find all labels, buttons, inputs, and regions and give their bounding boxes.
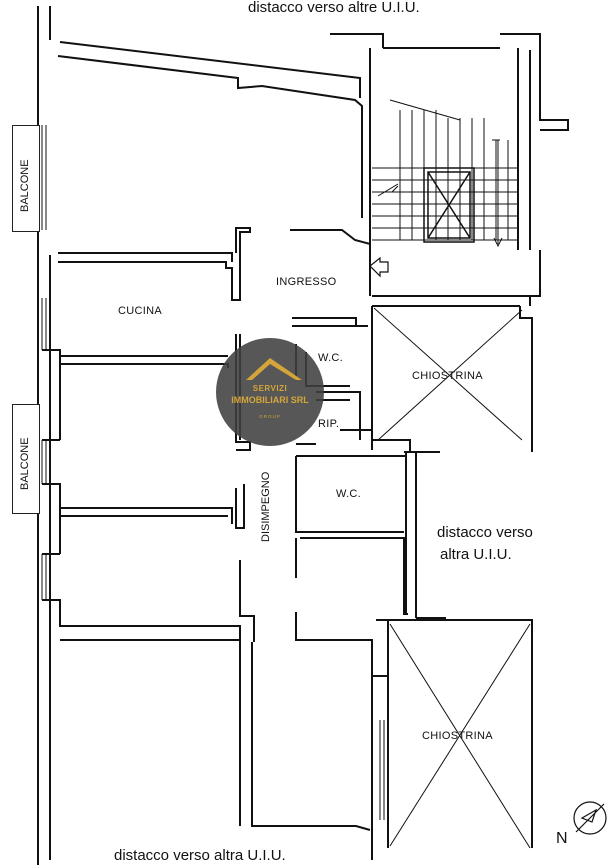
left-outer-wall [37, 6, 51, 865]
chiostrina-lower-diagonals [389, 623, 531, 849]
stair-steps [372, 99, 518, 241]
room-label-ingresso: INGRESSO [276, 276, 337, 288]
room-label-chiostrina2: CHIOSTRINA [422, 730, 493, 742]
logo-text-line2: IMMOBILIARI SRL [231, 395, 309, 405]
room-label-cucina: CUCINA [118, 305, 162, 317]
top-wall [57, 41, 363, 218]
room-label-disimpegno: DISIMPEGNO [260, 471, 272, 542]
entry-arrow [369, 256, 389, 278]
room-label-rip: RIP. [318, 418, 340, 430]
elevator [423, 167, 475, 243]
compass-circle [573, 801, 607, 835]
lower-left-walls [42, 599, 371, 831]
room-label-wc1: W.C. [318, 352, 344, 364]
balcone-label-lower: BALCONE [19, 437, 31, 490]
room-label-wc2: W.C. [336, 488, 362, 500]
compass-label: N [556, 830, 568, 847]
logo-text-line1: SERVIZI [252, 384, 288, 393]
windows [41, 125, 385, 820]
balcone-box-upper [12, 125, 40, 232]
bottom-note: distacco verso altra U.I.U. [114, 847, 286, 864]
chiostrina-upper [371, 295, 533, 453]
right-note-line2: altra U.I.U. [440, 546, 512, 563]
top-note: distacco verso altre U.I.U. [248, 0, 420, 16]
compass-needle [575, 803, 605, 833]
stair-walls [330, 33, 541, 250]
watermark-logo: SERVIZI IMMOBILIARI SRL GROUP [216, 338, 324, 446]
house-icon [246, 358, 302, 380]
logo-text-line3: GROUP [259, 414, 281, 419]
balcone-box-lower [12, 404, 40, 514]
stair-right-wall [529, 48, 569, 297]
wc2-walls [295, 451, 446, 619]
corridor-wall-right [295, 494, 408, 615]
right-note-line1: distacco verso [437, 524, 533, 541]
stair-arrow [377, 139, 503, 248]
left-room-walls [42, 349, 233, 555]
balcone-label-upper: BALCONE [19, 159, 31, 212]
chiostrina-upper-diagonals [373, 307, 523, 441]
room-label-chiostrina1: CHIOSTRINA [412, 370, 483, 382]
kitchen-wall [58, 227, 251, 301]
chiostrina-lower-walls [295, 612, 533, 860]
